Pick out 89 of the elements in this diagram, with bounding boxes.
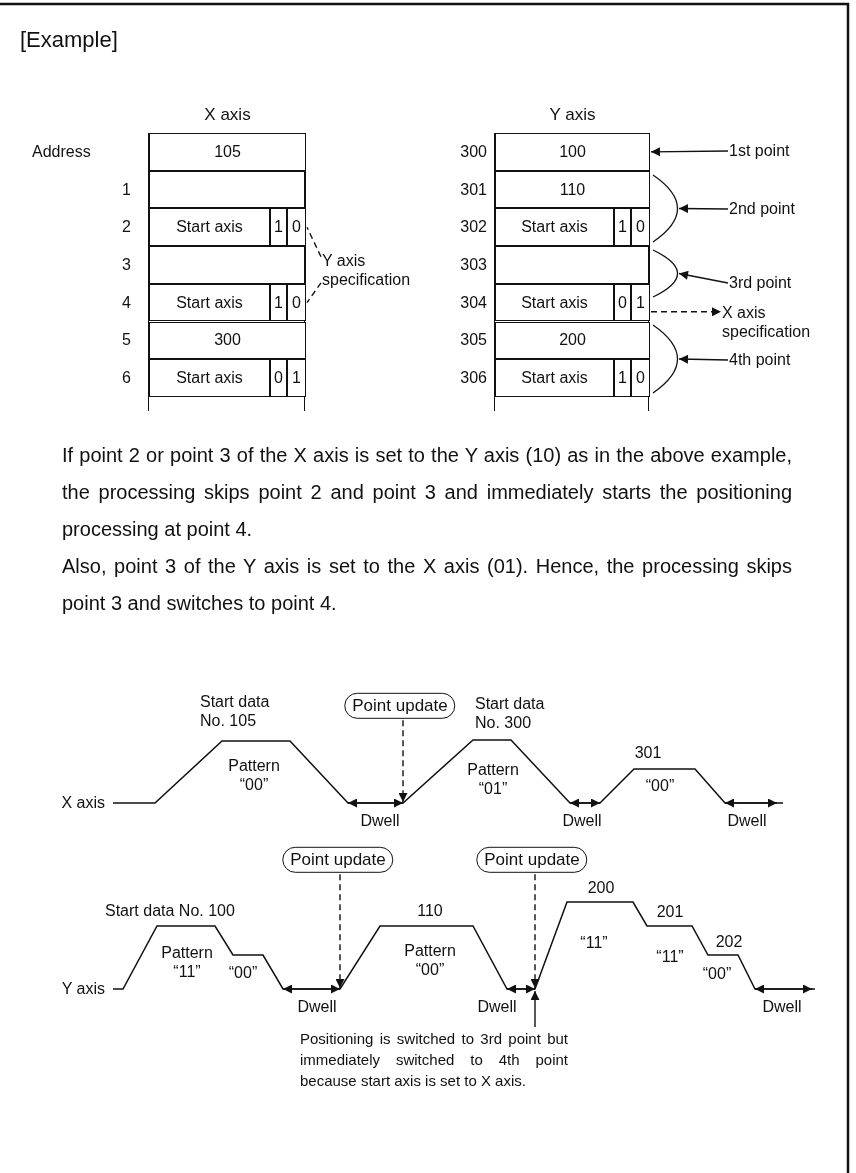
- start-axis-cell: Start axis: [495, 208, 614, 247]
- bit-cell: 1: [287, 359, 306, 397]
- dwell-label: Dwell: [562, 811, 602, 831]
- start-axis-cell: Start axis: [495, 359, 614, 397]
- column-heading: Y axis: [549, 104, 596, 126]
- arrow: [530, 990, 540, 1028]
- bit-cell: 0: [614, 283, 631, 322]
- address-number: 4: [122, 293, 131, 313]
- arrow: [678, 270, 729, 284]
- point-update-box: Point update: [344, 692, 456, 720]
- pattern-label: “11”: [656, 947, 684, 967]
- bit-cell: 1: [631, 283, 650, 322]
- axis-label: X axis: [61, 793, 105, 813]
- data-cell: 110: [495, 170, 650, 209]
- address-number: 5: [122, 330, 131, 350]
- address-number: 300: [460, 142, 487, 162]
- address-number: 304: [460, 293, 487, 313]
- point-update-box: Point update: [282, 846, 394, 874]
- pattern-label: “00”: [228, 963, 258, 983]
- arrow: [650, 307, 722, 317]
- data-number: 202: [715, 932, 743, 952]
- data-cell: 300: [149, 321, 306, 360]
- pattern-label: Pattern “00”: [227, 755, 281, 795]
- address-number: 306: [460, 368, 487, 388]
- point-label: 4th point: [729, 350, 791, 370]
- speed-profile: [112, 739, 784, 804]
- address-number: 301: [460, 179, 487, 200]
- arrow: [678, 354, 729, 364]
- start-data-label: Start data No. 300: [475, 693, 546, 733]
- start-axis-cell: Start axis: [149, 359, 270, 397]
- arrow: [650, 147, 729, 157]
- point-update-box: Point update: [476, 846, 588, 874]
- arrow: [335, 873, 345, 989]
- bit-cell: 0: [287, 283, 306, 322]
- start-axis-cell: Start axis: [149, 283, 270, 322]
- address-number: 303: [460, 255, 487, 275]
- start-data-label: Start data No. 100: [105, 901, 235, 921]
- bit-cell: 1: [270, 208, 287, 247]
- address-heading: Address: [32, 142, 91, 162]
- address-number: 305: [460, 330, 487, 350]
- bit-cell: 0: [631, 359, 650, 397]
- pattern-label: “00”: [702, 964, 732, 984]
- arrow: [398, 719, 408, 803]
- axis-label: Y axis: [61, 979, 105, 999]
- address-number: 6: [122, 368, 131, 388]
- dwell-label: Dwell: [762, 997, 802, 1017]
- pattern-label: Pattern “11”: [160, 942, 214, 982]
- column-heading: X axis: [204, 104, 251, 126]
- example-heading: [Example]: [20, 26, 118, 54]
- start-axis-cell: Start axis: [495, 283, 614, 322]
- arrow: [678, 204, 729, 214]
- address-number: 302: [460, 217, 487, 237]
- specification-note: Y axis specification: [322, 250, 432, 290]
- bit-cell: 1: [614, 359, 631, 397]
- data-cell: 100: [495, 133, 650, 171]
- data-number: 301: [634, 743, 662, 763]
- dwell-label: Dwell: [297, 997, 337, 1017]
- start-axis-cell: Start axis: [149, 208, 270, 247]
- dwell-label: Dwell: [360, 811, 400, 831]
- data-cell: 200: [495, 321, 650, 360]
- dwell-label: Dwell: [477, 997, 517, 1017]
- note-text: Positioning is switched to 3rd point but immediately switched to 4th point because start axis is set to X axis.: [300, 1028, 568, 1091]
- specification-note: X axis specification: [722, 302, 837, 342]
- address-number: 2: [122, 217, 131, 237]
- point-label: 3rd point: [729, 273, 792, 293]
- bit-cell: 1: [270, 283, 287, 322]
- address-number: 3: [122, 255, 131, 275]
- pattern-label: “00”: [645, 776, 675, 796]
- leader-line: [306, 226, 322, 258]
- start-data-label: Start data No. 105: [200, 691, 271, 731]
- point-label: 1st point: [729, 141, 790, 161]
- bit-cell: 0: [270, 359, 287, 397]
- data-number: 200: [587, 878, 615, 898]
- arrow: [530, 873, 540, 989]
- bit-cell: 0: [287, 208, 306, 247]
- address-number: 1: [122, 179, 131, 200]
- bit-cell: 1: [614, 208, 631, 247]
- pattern-label: Pattern “00”: [403, 940, 457, 980]
- pattern-label: “11”: [580, 933, 608, 953]
- data-cell: 105: [149, 133, 306, 171]
- leader-line: [306, 282, 322, 304]
- data-number: 110: [417, 901, 443, 921]
- data-number: 201: [656, 902, 684, 922]
- bit-cell: 0: [631, 208, 650, 247]
- body-paragraph: Also, point 3 of the Y axis is set to the X axis (01). Hence, the processing skips point 3 and switches to point 4.: [62, 554, 792, 616]
- body-paragraph: If point 2 or point 3 of the X axis is set to the Y axis (10) as in the above example, the processing skips point 2 and point 3 and immediately starts the positioning processing at point 4.: [62, 443, 792, 542]
- dwell-label: Dwell: [727, 811, 767, 831]
- point-label: 2nd point: [729, 199, 795, 219]
- pattern-label: Pattern “01”: [466, 759, 520, 799]
